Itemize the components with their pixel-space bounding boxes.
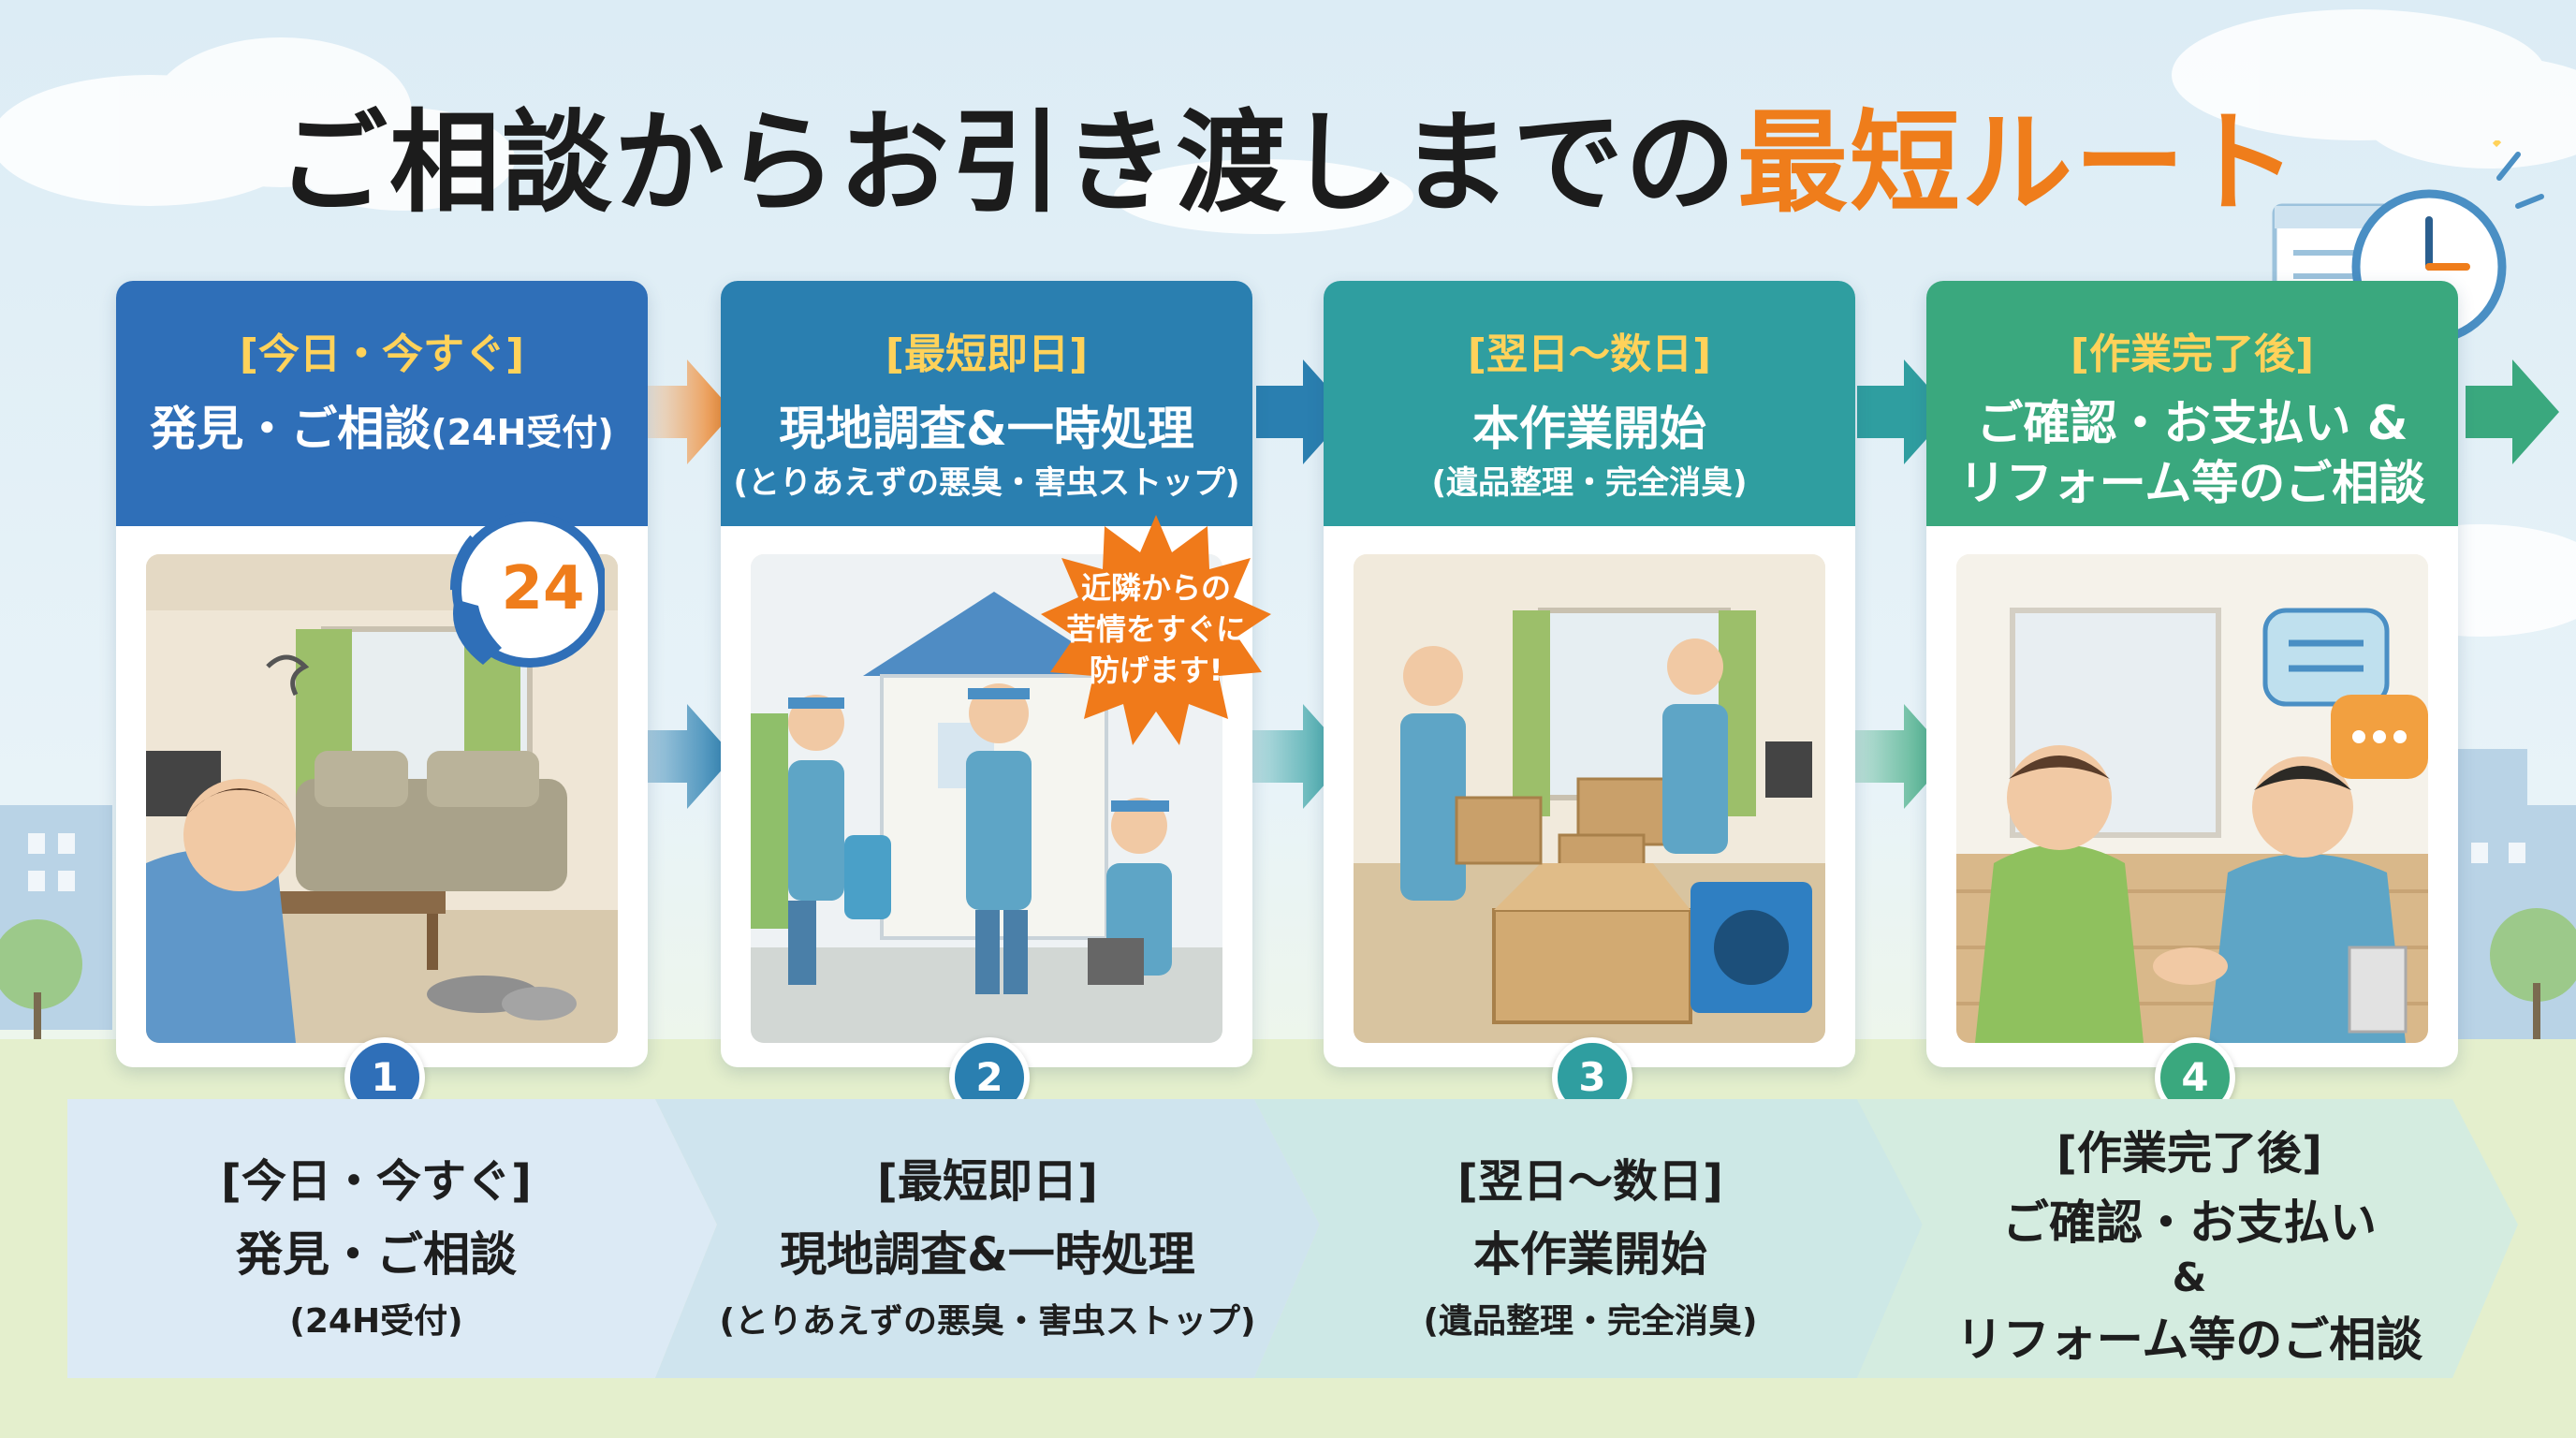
step-4-title-line1: ご確認・お支払い & <box>1976 396 2408 450</box>
bottom-step-4-title2: リフォーム等のご相談 <box>1955 1313 2423 1367</box>
step-card-3-header: [翌日〜数日] 本作業開始 (遺品整理・完全消臭) <box>1324 281 1855 526</box>
bottom-step-1-sub: (24H受付) <box>289 1302 463 1341</box>
step-3-sub: (遺品整理・完全消臭) <box>1431 464 1748 502</box>
step-2-title: 現地調査&一時処理 <box>779 402 1194 456</box>
bottom-step-1: [今日・今すぐ] 発見・ご相談 (24H受付) <box>67 1144 685 1343</box>
bottom-step-1-bracket: [今日・今すぐ] <box>221 1155 532 1208</box>
phone-24h-badge <box>449 512 605 668</box>
bottom-step-4-amp: & <box>2172 1255 2207 1300</box>
bottom-step-4: [作業完了後] ご確認・お支払い & リフォーム等のご相談 <box>1895 1116 2484 1370</box>
step-card-1: [今日・今すぐ] 発見・ご相談(24H受付) <box>116 281 648 1067</box>
step-1-illustration <box>146 554 618 1043</box>
page-title: ご相談からお引き渡しまでの最短ルート <box>0 73 2576 233</box>
step-card-3: [翌日〜数日] 本作業開始 (遺品整理・完全消臭) <box>1324 281 1855 1067</box>
step-card-4-header: [作業完了後] ご確認・お支払い & リフォーム等のご相談 <box>1926 281 2458 526</box>
bottom-step-3-title: 本作業開始 <box>1473 1227 1707 1282</box>
step-card-4: [作業完了後] ご確認・お支払い & リフォーム等のご相談 <box>1926 281 2458 1067</box>
callout-text: 近隣からの 苦情をすぐに 防げます! <box>1065 570 1246 688</box>
step-3-bracket: [翌日〜数日] <box>1467 330 1712 378</box>
step-card-2-header: [最短即日] 現地調査&一時処理 (とりあえずの悪臭・害虫ストップ) <box>721 281 1252 526</box>
bottom-step-4-title: ご確認・お支払い <box>2002 1196 2377 1250</box>
bottom-step-3-sub: (遺品整理・完全消臭) <box>1423 1302 1758 1341</box>
bottom-step-3: [翌日〜数日] 本作業開始 (遺品整理・完全消臭) <box>1295 1144 1885 1343</box>
step-2-bracket: [最短即日] <box>885 330 1089 378</box>
bottom-step-4-bracket: [作業完了後] <box>2056 1127 2322 1180</box>
step-card-2: [最短即日] 現地調査&一時処理 (とりあえずの悪臭・害虫ストップ) <box>721 281 1252 1067</box>
bottom-step-1-title: 発見・ご相談 <box>236 1227 517 1282</box>
step-1-title: 発見・ご相談(24H受付) <box>150 402 614 456</box>
callout-starburst <box>1041 515 1271 745</box>
step-2-sub: (とりあえずの悪臭・害虫ストップ) <box>733 464 1240 502</box>
title-main: ご相談からお引き渡しまでの <box>276 98 1737 227</box>
bottom-step-2-title: 現地調査&一時処理 <box>780 1227 1195 1282</box>
step-1-bracket: [今日・今すぐ] <box>239 330 525 378</box>
badge-24-text: 24 <box>501 554 585 624</box>
bottom-step-2-bracket: [最短即日] <box>877 1155 1098 1208</box>
bottom-step-3-bracket: [翌日〜数日] <box>1457 1155 1723 1208</box>
step-3-title: 本作業開始 <box>1472 402 1706 456</box>
bottom-step-2-sub: (とりあえずの悪臭・害虫ストップ) <box>719 1302 1256 1341</box>
title-accent: 最短ルート <box>1737 98 2300 227</box>
step-4-bracket: [作業完了後] <box>2070 330 2315 378</box>
bottom-step-2: [最短即日] 現地調査&一時処理 (とりあえずの悪臭・害虫ストップ) <box>693 1144 1282 1343</box>
step-4-title-line2: リフォーム等のご相談 <box>1958 456 2426 510</box>
step-card-1-header: [今日・今すぐ] 発見・ご相談(24H受付) <box>116 281 648 526</box>
step-2-illustration <box>751 554 1222 1043</box>
step-4-illustration <box>1956 554 2428 1043</box>
step-3-illustration <box>1354 554 1825 1043</box>
